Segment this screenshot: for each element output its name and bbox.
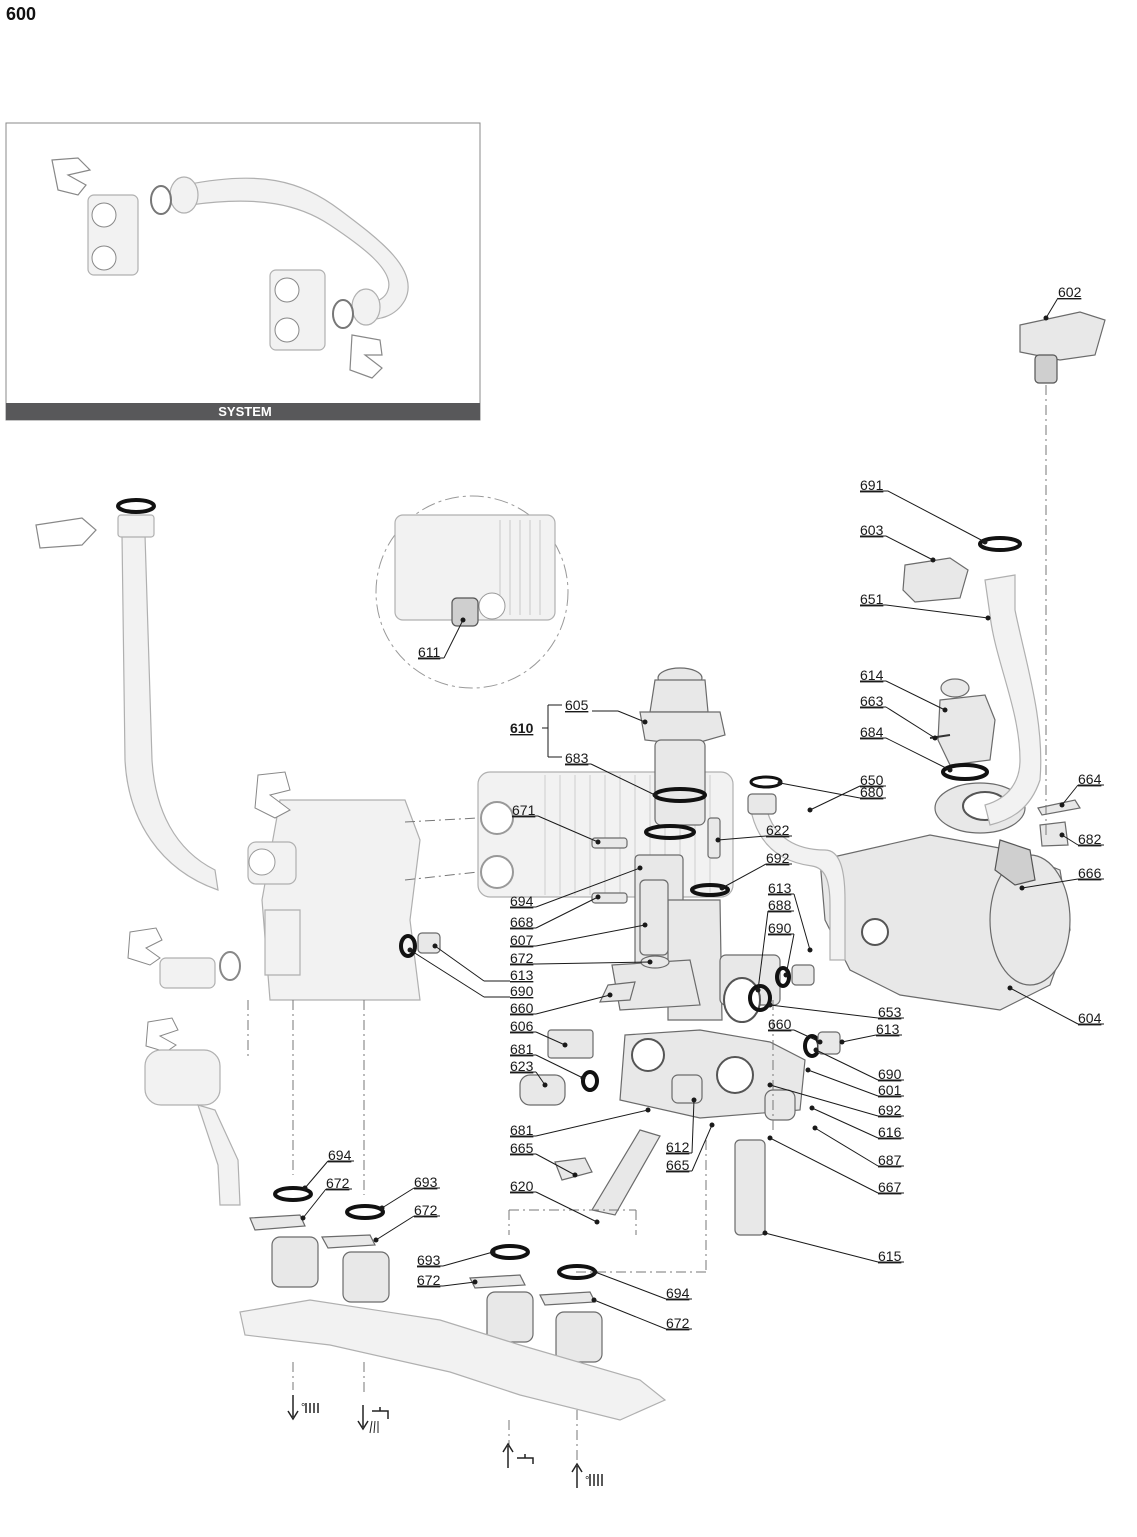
heating-return-icon: ° [571,1462,603,1488]
part-label: 681 [510,1122,534,1138]
automatic-air-vent [929,678,996,781]
sensor-603 [902,557,969,603]
pipe-651 [984,574,1042,826]
part-label: 672 [666,1315,690,1331]
part-label: 665 [666,1157,690,1173]
left-hydraulic-body [247,771,421,1001]
part-label: 694 [666,1285,690,1301]
heating-flow-icon: ° [287,1395,319,1421]
part-label: 602 [1058,284,1082,300]
part-label: 613 [768,880,792,896]
part-label: 682 [1078,831,1102,847]
part-label: 612 [666,1139,690,1155]
part-label: 622 [766,822,790,838]
part-label: 601 [878,1082,902,1098]
part-label: 650 [860,772,884,788]
part-label: 681 [510,1041,534,1057]
part-label: 690 [878,1066,902,1082]
part-label: 671 [512,802,536,818]
part-label: 684 [860,724,884,740]
svg-text:°: ° [585,1475,589,1487]
part-label: 664 [1078,771,1102,787]
part-label: 611 [418,644,441,660]
part-label: 663 [860,693,884,709]
part-label: 691 [860,477,884,493]
part-label: 693 [414,1174,438,1190]
leaders [300,297,1104,1330]
clip-icon [51,157,92,196]
hot-water-outlet-icon [357,1405,389,1434]
part-label: 604 [1078,1010,1102,1026]
part-label: 666 [1078,865,1102,881]
part-label: 616 [878,1124,902,1140]
part-label: 660 [510,1000,534,1016]
part-label: 692 [878,1102,902,1118]
detail-circle [375,495,569,689]
svg-text:°: ° [301,1402,305,1414]
part-label: 672 [417,1272,441,1288]
part-label: 694 [510,893,534,909]
part-label: 694 [328,1147,352,1163]
cold-water-inlet-icon [502,1442,534,1468]
part-label: 693 [417,1252,441,1268]
diverter-valve-motor [639,667,726,840]
part-label: 614 [860,667,884,683]
inset-title-bar [6,403,480,420]
part-label: 615 [878,1248,902,1264]
pump-assembly [819,782,1071,1011]
part-label: 623 [510,1058,534,1074]
part-label: 603 [860,522,884,538]
pipe-650 [751,799,846,961]
part-label: 606 [510,1018,534,1034]
part-label: 660 [768,1016,792,1032]
plug-611 [451,597,479,627]
part-label: 665 [510,1140,534,1156]
clip-icon [35,517,97,549]
part-label: 651 [860,591,884,607]
part-label: 688 [768,897,792,913]
inset-title: SYSTEM [218,404,271,419]
part-label: 667 [878,1179,902,1195]
part-label: 620 [510,1178,534,1194]
mounting-bracket [239,1299,667,1421]
part-label: 690 [510,983,534,999]
part-label: 690 [768,920,792,936]
part-label: 613 [510,967,534,983]
part-label: 683 [565,750,589,766]
pressure-switch [1019,311,1106,384]
part-label: 607 [510,932,534,948]
group-label-610: 610 [510,720,534,736]
bottom-connections [239,1186,667,1421]
system-inset: SYSTEM [5,122,481,421]
part-label: 672 [414,1202,438,1218]
part-label: 613 [876,1021,900,1037]
part-label: 672 [510,950,534,966]
part-label: 687 [878,1152,902,1168]
clip-icon [349,334,383,379]
part-label: 692 [766,850,790,866]
part-labels: 602 691 603 651 611 614 663 605 684 683 … [326,284,1102,1331]
page-number: 600 [6,4,36,24]
part-label: 672 [326,1175,350,1191]
part-label: 668 [510,914,534,930]
part-label: 653 [878,1004,902,1020]
part-label: 680 [860,784,884,800]
alignment-lines [247,385,1047,1460]
small-parts [399,799,1081,1236]
left-pipe-assembly [35,498,241,1206]
part-label: 605 [565,697,589,713]
